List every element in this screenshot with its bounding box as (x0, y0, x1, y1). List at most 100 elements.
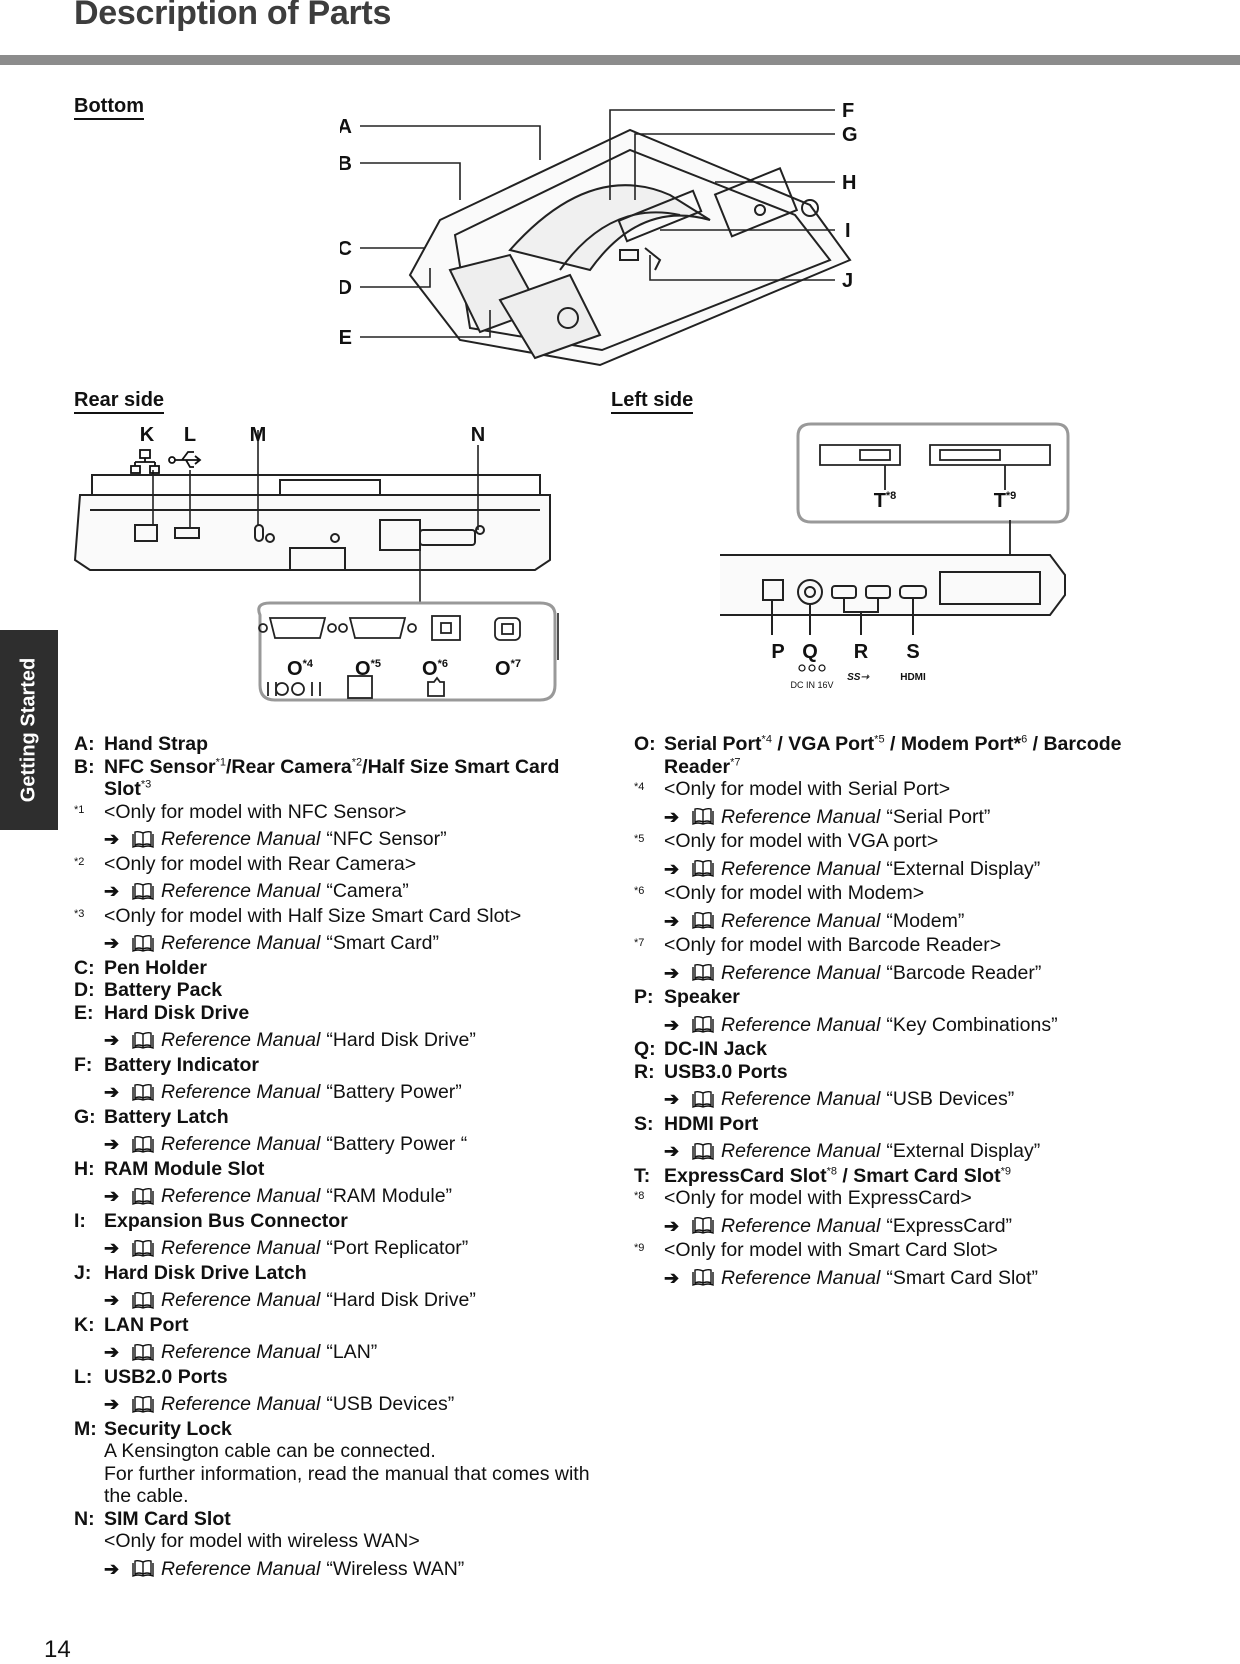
manual-book-icon (132, 1239, 154, 1257)
part-letter: S: (634, 1112, 654, 1135)
part-letter: N: (74, 1507, 95, 1530)
part-letter: A: (74, 733, 95, 755)
arrow-right-icon: ➔ (104, 829, 120, 849)
reference-topic: “Barcode Reader” (886, 961, 1042, 984)
footnote-ref: *3 (140, 778, 152, 791)
callout-q: Q (802, 641, 818, 663)
arrow-right-icon: ➔ (104, 1134, 120, 1154)
footnote-ref: *4 (761, 733, 772, 746)
arrow-right-icon: ➔ (104, 1186, 120, 1206)
reference-topic: “RAM Module” (326, 1185, 453, 1207)
callout-o-barcode: O*7 (495, 658, 521, 680)
manual-book-icon (132, 1560, 154, 1578)
reference-manual-label: Reference Manual (721, 909, 881, 932)
manual-reference: ➔Reference Manual“ExpressCard” (634, 1215, 1194, 1238)
part-name: Hard Disk Drive Latch (104, 1261, 307, 1284)
callout-j: J (842, 270, 853, 292)
arrow-right-icon: ➔ (664, 1267, 680, 1288)
manual-book-icon (132, 1031, 154, 1049)
reference-topic: “Port Replicator” (326, 1237, 469, 1259)
arrow-right-icon: ➔ (664, 1215, 680, 1236)
arrow-right-icon: ➔ (104, 1030, 120, 1050)
part-name: Hand Strap (104, 733, 209, 755)
part-item: P:Speaker (634, 986, 1194, 1009)
manual-book-icon (692, 1090, 714, 1108)
manual-reference: ➔Reference Manual“Hard Disk Drive” (74, 1029, 609, 1052)
footnote-mark: *9 (634, 1242, 645, 1254)
reference-manual-label: Reference Manual (721, 961, 881, 984)
bottom-view-diagram: A B C D E F G H I J (340, 100, 858, 367)
part-name: Serial Port (664, 733, 762, 755)
part-name: SIM Card Slot (104, 1507, 231, 1530)
page-number: 14 (44, 1636, 71, 1663)
footnote-line: *6<Only for model with Modem> (634, 882, 1194, 905)
reference-topic: “Camera” (326, 880, 409, 902)
description-text: A Kensington cable can be connected. (104, 1440, 436, 1462)
part-item: R:USB3.0 Ports (634, 1061, 1194, 1084)
footnote-text: <Only for model with VGA port> (664, 830, 939, 852)
manual-book-icon (132, 1187, 154, 1205)
part-item: T:ExpressCard Slot*8 / Smart Card Slot*9 (634, 1165, 1194, 1188)
reference-topic: “Modem” (886, 909, 965, 932)
arrow-right-icon: ➔ (664, 962, 680, 983)
footnote-line: *2<Only for model with Rear Camera> (74, 853, 609, 876)
arrow-right-icon: ➔ (104, 881, 120, 901)
part-letter: B: (74, 755, 95, 778)
callout-p: P (771, 641, 784, 663)
part-name: HDMI Port (664, 1112, 759, 1135)
footnote-line: *8<Only for model with ExpressCard> (634, 1187, 1194, 1210)
footnote-text: <Only for model with ExpressCard> (664, 1187, 972, 1209)
parts-list-right: O:Serial Port*4 / VGA Port*5 / Modem Por… (634, 733, 1194, 1291)
reference-manual-label: Reference Manual (161, 1557, 321, 1580)
description-text: For further information, read the manual… (104, 1462, 590, 1508)
section-rear-heading: Rear side (74, 388, 165, 414)
part-letter: D: (74, 979, 95, 1001)
part-name: LAN Port (104, 1313, 189, 1336)
reference-topic: “Smart Card Slot” (886, 1266, 1039, 1289)
reference-manual-label: Reference Manual (721, 1013, 881, 1036)
callout-f: F (842, 100, 854, 122)
manual-reference: ➔Reference Manual“Port Replicator” (74, 1237, 609, 1260)
manual-book-icon (692, 1016, 714, 1034)
manual-book-icon (692, 1269, 714, 1287)
reference-manual-label: Reference Manual (161, 932, 321, 954)
part-name: Speaker (664, 986, 740, 1008)
manual-reference: ➔Reference Manual“Key Combinations” (634, 1014, 1194, 1037)
callout-t-smartcard: T*9 (994, 490, 1017, 512)
manual-book-icon (132, 1083, 154, 1101)
part-name: Security Lock (104, 1417, 232, 1440)
manual-book-icon (692, 808, 714, 826)
part-item: C:Pen Holder (74, 957, 609, 980)
callout-r: R (854, 641, 869, 663)
barcode-icon (494, 617, 521, 641)
arrow-right-icon: ➔ (104, 1290, 120, 1310)
part-name: Battery Indicator (104, 1053, 259, 1076)
footnote-text: <Only for model with Modem> (664, 882, 925, 904)
part-letter: H: (74, 1157, 95, 1180)
part-item: L:USB2.0 Ports (74, 1366, 609, 1389)
manual-reference: ➔Reference Manual“RAM Module” (74, 1185, 609, 1208)
part-name: / Smart Card Slot (836, 1164, 1001, 1187)
manual-reference: ➔Reference Manual“Smart Card” (74, 932, 609, 955)
callout-o-vga: O*5 (355, 658, 381, 680)
reference-manual-label: Reference Manual (161, 828, 321, 850)
part-name: /Half Size Smart Card Slot (104, 755, 560, 801)
reference-manual-label: Reference Manual (161, 1393, 321, 1415)
serial-icon (268, 617, 327, 639)
usb3-icon: SS⇾ (847, 672, 870, 683)
part-letter: I: (74, 1209, 86, 1232)
manual-reference: ➔Reference Manual“Camera” (74, 880, 609, 903)
part-name: / VGA Port (771, 733, 875, 755)
reference-topic: “Serial Port” (886, 805, 991, 828)
reference-manual-label: Reference Manual (161, 1289, 321, 1311)
footnote-ref: *7 (730, 756, 741, 768)
arrow-right-icon: ➔ (104, 933, 120, 953)
footnote-ref: *8 (826, 1165, 837, 1177)
part-letter: G: (74, 1105, 96, 1128)
callout-o-serial: O*4 (287, 658, 314, 680)
part-name: DC-IN Jack (664, 1038, 767, 1060)
manual-book-icon (132, 1291, 154, 1309)
footnote-text: <Only for model with Smart Card Slot> (664, 1239, 998, 1261)
footnote-mark: *1 (74, 803, 85, 816)
